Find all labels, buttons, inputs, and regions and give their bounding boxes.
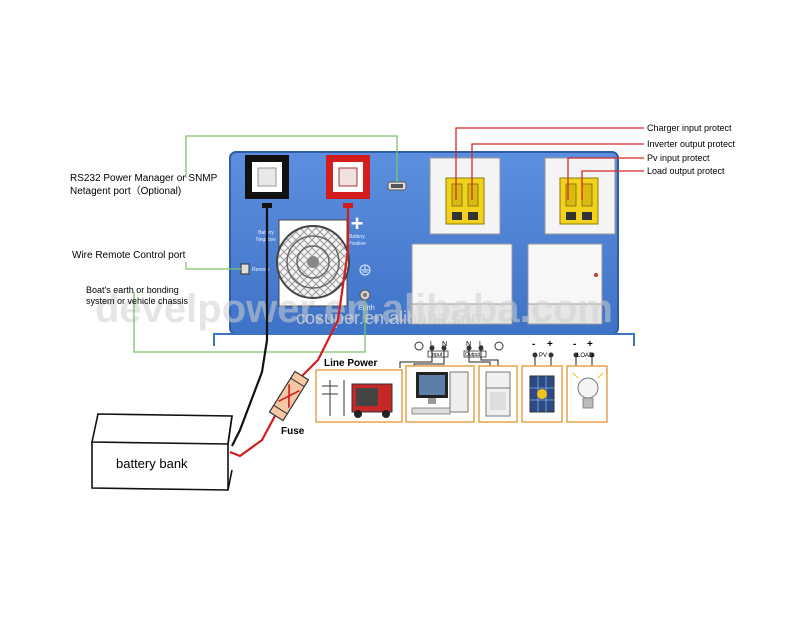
input-tag: Input	[431, 352, 443, 358]
pv-tag: PV	[539, 353, 547, 359]
load-tag: LOAD	[577, 353, 594, 359]
computer-icon	[411, 371, 469, 415]
load-terminal-group	[573, 352, 595, 358]
ac-terminal-cover	[411, 243, 513, 325]
fuse	[268, 370, 310, 422]
pv-minus: -	[532, 339, 535, 350]
pv-panel-box	[521, 365, 563, 423]
dc-terminal-cover	[527, 243, 603, 325]
battery-positive-cable	[229, 208, 350, 458]
battery-positive-label-1: Battery	[349, 234, 365, 240]
cooling-fan	[276, 219, 350, 307]
battery-bank-box	[91, 413, 233, 491]
callout-load-output: Load output protect	[647, 166, 725, 176]
callout-inverter-output: Inverter output protect	[647, 139, 736, 149]
plus-sign: +	[351, 211, 364, 236]
input-l: L	[430, 341, 434, 348]
power-pole-icon	[322, 380, 345, 416]
remote-small-label: Remote	[252, 267, 270, 273]
pv-plus: +	[547, 339, 553, 350]
earth-symbol-icon	[359, 264, 371, 276]
earth-label-line2: system or vehicle chassis	[86, 296, 189, 306]
load-lamp-box	[566, 365, 608, 423]
battery-bank-label: battery bank	[116, 456, 188, 471]
computer-load-box	[405, 365, 475, 423]
watermark-cosuper: cosuper.en.alibaba.com	[296, 308, 486, 328]
input-n: N	[442, 341, 447, 348]
appliance-load-box	[478, 365, 518, 423]
light-bulb-icon	[572, 372, 604, 409]
terminal-strip: L N Input N L Output - + PV - + LOAD	[414, 339, 595, 359]
rs232-label-line2: Netagent port（Optional)	[70, 185, 181, 197]
generator-icon	[351, 383, 393, 418]
line-power-label: Line Power	[324, 358, 377, 369]
breaker-panel-dc	[544, 157, 616, 235]
battery-positive-terminal	[326, 155, 370, 208]
earth-label: Earth	[358, 305, 375, 312]
watermark-develpower: develpower.en.alibaba.com	[95, 287, 613, 331]
battery-positive-label-2: Positive	[348, 241, 366, 247]
line-power-source-box	[315, 369, 403, 423]
earth-label-line1: Boat's earth or bonding	[86, 285, 179, 295]
remote-control-port	[240, 263, 250, 275]
fuse-label: Fuse	[281, 426, 305, 437]
callout-charger-input: Charger input protect	[647, 123, 732, 133]
solar-panel-icon	[529, 375, 555, 413]
output-tag: Output	[465, 352, 481, 358]
output-l: L	[479, 341, 483, 348]
rs232-label-line1: RS232 Power Manager or SNMP	[70, 173, 218, 184]
breaker-panel-ac	[429, 157, 501, 235]
green-leader-lines	[133, 135, 398, 353]
battery-negative-terminal	[245, 155, 289, 208]
refrigerator-icon	[485, 371, 511, 417]
pv-terminal-group	[532, 352, 554, 358]
input-terminal-group	[414, 341, 449, 358]
battery-negative-cable	[231, 208, 269, 447]
output-terminal-group	[463, 341, 504, 358]
output-n: N	[466, 341, 471, 348]
rs232-port	[387, 181, 407, 191]
remote-control-label: Wire Remote Control port	[72, 250, 186, 261]
load-minus: -	[573, 339, 576, 350]
load-plus: +	[587, 339, 593, 350]
callout-pv-input: Pv input protect	[647, 153, 710, 163]
callout-lines	[455, 127, 644, 200]
